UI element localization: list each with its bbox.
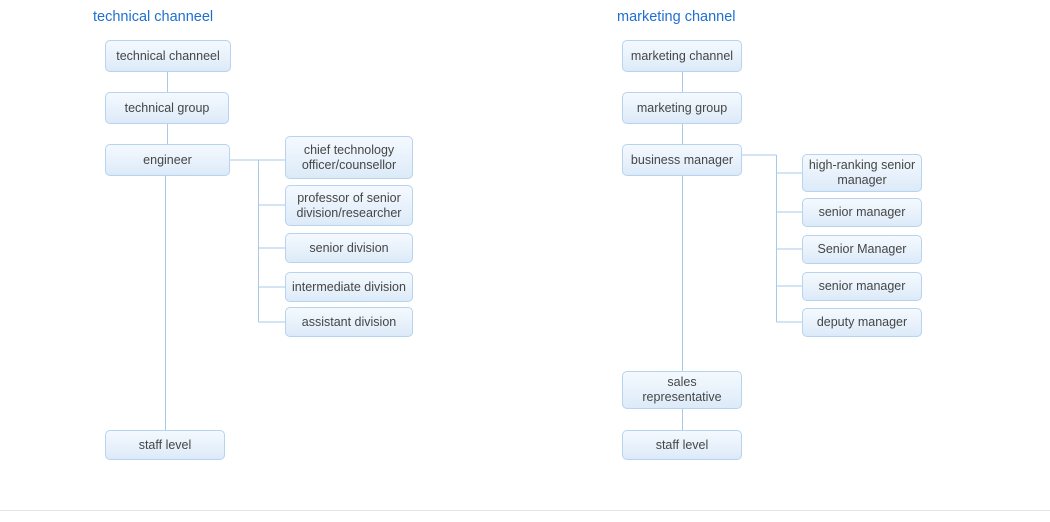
node-senior-division[interactable]: senior division xyxy=(285,233,413,263)
node-label: marketing group xyxy=(636,100,728,115)
node-assistant-division[interactable]: assistant division xyxy=(285,307,413,337)
node-technical-group[interactable]: technical group xyxy=(105,92,229,124)
column-title-technical: technical channeel xyxy=(93,9,214,25)
node-senior-manager-capitalized[interactable]: Senior Manager xyxy=(802,235,922,264)
node-label: Senior Manager xyxy=(817,242,907,256)
node-engineer[interactable]: engineer xyxy=(105,144,230,176)
page-divider-rule xyxy=(0,510,1050,511)
node-label: marketing channel xyxy=(630,48,734,63)
node-label: deputy manager xyxy=(816,315,908,329)
node-label: chief technology officer/counsellor xyxy=(301,142,397,172)
node-sales-representative[interactable]: sales representative xyxy=(622,371,742,409)
node-high-ranking-senior-manager[interactable]: high-ranking senior manager xyxy=(802,154,922,192)
node-deputy-manager[interactable]: deputy manager xyxy=(802,308,922,337)
node-label: technical group xyxy=(124,100,210,115)
node-label: senior division xyxy=(309,240,389,255)
node-label: assistant division xyxy=(301,314,397,329)
node-label: professor of senior division/researcher xyxy=(296,190,402,220)
node-intermediate-division[interactable]: intermediate division xyxy=(285,272,413,302)
node-chief-technology-officer[interactable]: chief technology officer/counsellor xyxy=(285,136,413,179)
node-senior-manager-1[interactable]: senior manager xyxy=(802,198,922,227)
node-label: sales representative xyxy=(642,375,722,404)
node-label: engineer xyxy=(143,152,192,167)
node-marketing-channel-root[interactable]: marketing channel xyxy=(622,40,742,72)
node-label: intermediate division xyxy=(292,279,406,294)
node-label: staff level xyxy=(138,437,192,452)
node-label: technical channeel xyxy=(116,48,220,63)
node-label: high-ranking senior manager xyxy=(808,158,916,187)
node-marketing-group[interactable]: marketing group xyxy=(622,92,742,124)
node-label: senior manager xyxy=(818,205,906,219)
node-technical-staff-level[interactable]: staff level xyxy=(105,430,225,460)
node-label: senior manager xyxy=(818,279,906,293)
node-technical-channeel-root[interactable]: technical channeel xyxy=(105,40,231,72)
node-label: business manager xyxy=(630,152,734,167)
node-marketing-staff-level[interactable]: staff level xyxy=(622,430,742,460)
node-professor-of-senior-division[interactable]: professor of senior division/researcher xyxy=(285,185,413,226)
column-title-marketing: marketing channel xyxy=(617,9,736,25)
node-senior-manager-2[interactable]: senior manager xyxy=(802,272,922,301)
node-label: staff level xyxy=(655,437,709,452)
node-business-manager[interactable]: business manager xyxy=(622,144,742,176)
